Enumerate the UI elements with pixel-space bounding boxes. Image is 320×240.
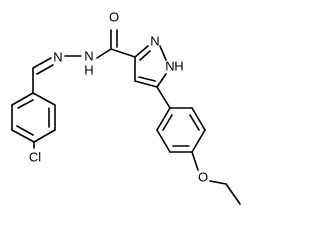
bond (191, 107, 206, 131)
bond (162, 114, 173, 131)
bond (191, 129, 206, 153)
bond (96, 48, 112, 59)
bond (134, 80, 158, 88)
bond (209, 180, 227, 185)
bond (32, 92, 56, 106)
bond (156, 107, 171, 131)
bond (156, 129, 171, 153)
bond (156, 86, 171, 109)
hydrazone-n1-label: N (53, 49, 62, 64)
molecule-structure: O N N H N N H Cl O (11, 9, 241, 205)
bond (225, 183, 241, 205)
pyrazole-n1-hydrogen-label: H (174, 58, 183, 73)
chlorine-label: Cl (29, 149, 41, 164)
bond (138, 76, 156, 82)
bond (36, 64, 54, 75)
ether-oxygen-label: O (198, 169, 208, 184)
bond (189, 114, 200, 131)
bond (139, 50, 151, 61)
bond (156, 73, 167, 88)
bond (159, 45, 167, 61)
carbonyl-oxygen-label: O (109, 9, 119, 24)
bond-layer (11, 29, 241, 205)
bond (16, 125, 34, 136)
bond (33, 129, 56, 143)
bond (11, 92, 34, 106)
pyrazole-n2-label: N (150, 33, 159, 48)
bond (110, 48, 136, 58)
bond (17, 99, 34, 109)
hydrazone-n2-label: N (84, 48, 93, 63)
pyrazole-n1-label: N (165, 58, 174, 73)
bond (191, 151, 199, 171)
bond (32, 57, 52, 69)
amide-hydrogen-label: H (84, 62, 93, 77)
atom-label-layer: O N N H N N H Cl O (29, 9, 208, 184)
bond (134, 45, 149, 58)
bond (11, 129, 35, 143)
